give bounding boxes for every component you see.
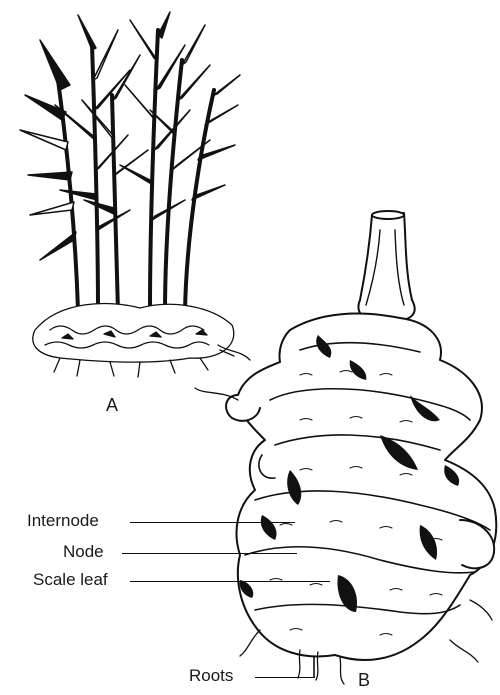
leader-roots-hook <box>312 655 322 679</box>
label-internode: Internode <box>27 511 99 531</box>
plant-rhizome-clump <box>33 303 234 377</box>
leader-node <box>122 553 297 554</box>
plant-stems <box>58 30 214 312</box>
label-scale-leaf: Scale leaf <box>33 570 108 590</box>
plant-leaves <box>20 12 240 260</box>
figure-label-a: A <box>106 395 118 415</box>
leader-roots <box>255 677 315 678</box>
label-node: Node <box>63 542 104 562</box>
shoot-stump <box>358 211 414 322</box>
leader-scale-leaf <box>130 581 330 582</box>
leader-internode <box>130 522 295 523</box>
ginger-plant-drawing <box>20 12 240 377</box>
figure-label-b: B <box>358 670 370 690</box>
rhizome-body <box>226 314 496 660</box>
rhizome-drawing <box>195 211 496 684</box>
label-roots: Roots <box>189 666 233 686</box>
